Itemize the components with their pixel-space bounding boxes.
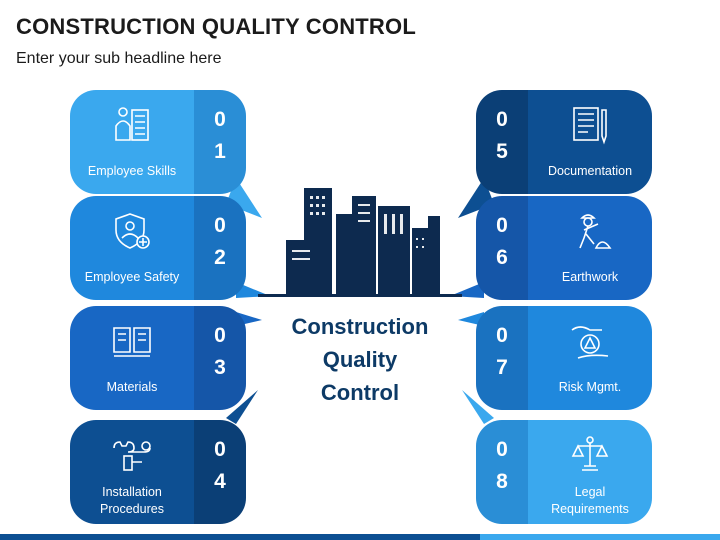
risk-management-icon <box>568 320 612 364</box>
materials-icon <box>110 320 154 364</box>
card-label: Materials <box>106 379 158 394</box>
card-label: Installation Procedures <box>100 485 164 516</box>
card-label: Legal Requirements <box>551 485 629 516</box>
step-card-documentation: 0 5 Documentation <box>476 90 652 194</box>
card-label: Employee Safety <box>84 269 180 284</box>
step-number: 0 5 <box>476 90 528 194</box>
page-title: CONSTRUCTION QUALITY CONTROL <box>16 14 416 39</box>
legal-scales-icon <box>568 434 612 478</box>
step-card-employee-safety: Employee Safety 0 2 <box>70 196 246 300</box>
card-panel: Earthwork <box>528 196 652 300</box>
card-panel: Installation Procedures <box>70 420 194 524</box>
step-number: 0 1 <box>194 90 246 194</box>
step-card-earthwork: 0 6 Earthwork <box>476 196 652 300</box>
card-panel: Employee Skills <box>70 90 194 194</box>
card-panel: Materials <box>70 306 194 410</box>
step-number: 0 4 <box>194 420 246 524</box>
employee-safety-icon <box>110 210 154 254</box>
step-card-employee-skills: Employee Skills 0 1 <box>70 90 246 194</box>
step-number: 0 6 <box>476 196 528 300</box>
card-label: Documentation <box>547 163 633 178</box>
step-card-risk-management: 0 7 Risk Mgmt. <box>476 306 652 410</box>
card-panel: Employee Safety <box>70 196 194 300</box>
card-label: Risk Mgmt. <box>558 379 622 394</box>
step-card-materials: Materials 0 3 <box>70 306 246 410</box>
card-label: Earthwork <box>561 269 619 284</box>
step-number: 0 7 <box>476 306 528 410</box>
step-card-legal-requirements: 0 8 Legal Requirements <box>476 420 652 524</box>
footer-accent-bar <box>0 534 720 540</box>
step-number: 0 8 <box>476 420 528 524</box>
card-label: Employee Skills <box>87 163 177 178</box>
installation-tools-icon <box>110 434 154 478</box>
city-skyline-icon <box>286 188 440 294</box>
skyline-ground <box>258 294 462 297</box>
step-card-installation-procedures: Installation Procedures 0 4 <box>70 420 246 524</box>
card-panel: Documentation <box>528 90 652 194</box>
page-subtitle: Enter your sub headline here <box>16 50 222 67</box>
card-panel: Risk Mgmt. <box>528 306 652 410</box>
earthwork-icon <box>568 210 612 254</box>
card-panel: Legal Requirements <box>528 420 652 524</box>
step-number: 0 2 <box>194 196 246 300</box>
step-number: 0 3 <box>194 306 246 410</box>
center-title: Construction Quality Control <box>291 314 429 405</box>
documentation-icon <box>568 104 612 148</box>
employee-skills-icon <box>110 104 154 148</box>
